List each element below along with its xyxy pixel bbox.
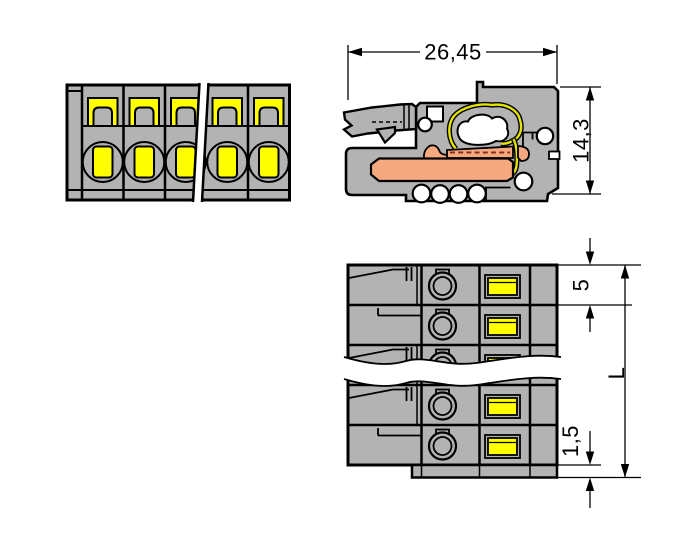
- contact-cavity: [456, 113, 510, 146]
- bottom-view: 5 L 1,5: [343, 238, 641, 508]
- housing-holes: [411, 116, 555, 204]
- arrow-up-icon: [585, 477, 595, 491]
- arrow-left-icon: [348, 47, 362, 57]
- dim-total-width-label: 26,45: [424, 40, 482, 65]
- arrow-up-icon: [620, 265, 630, 279]
- arrow-up-icon: [585, 87, 595, 101]
- latch-hook: [375, 125, 397, 145]
- bottom-break-line: [343, 354, 562, 387]
- dimension-end-offset: 1,5: [557, 425, 641, 508]
- dimension-total-length: L: [604, 265, 630, 478]
- arrow-up-icon: [585, 305, 595, 319]
- dimension-pole-pitch: 5: [557, 238, 641, 332]
- side-section-view: 26,45: [341, 40, 601, 204]
- front-view: [65, 82, 291, 203]
- arrow-down-icon: [585, 180, 595, 194]
- dim-pole-pitch-label: 5: [569, 279, 594, 292]
- dimension-total-width: 26,45: [347, 40, 558, 100]
- arrow-down-icon: [620, 464, 630, 478]
- dim-total-length-label: L: [604, 367, 629, 380]
- arrow-down-icon: [585, 251, 595, 265]
- dim-total-height-label: 14,3: [569, 118, 594, 163]
- bottom-extension-strip: [410, 463, 559, 479]
- coding-slot: [426, 105, 444, 123]
- conductor-contact: [369, 144, 530, 183]
- front-break-line: [191, 82, 210, 203]
- arrow-right-icon: [543, 47, 557, 57]
- dimension-total-height: 14,3: [552, 86, 601, 195]
- arrow-down-icon: [585, 451, 595, 465]
- dim-end-offset-label: 1,5: [558, 425, 583, 457]
